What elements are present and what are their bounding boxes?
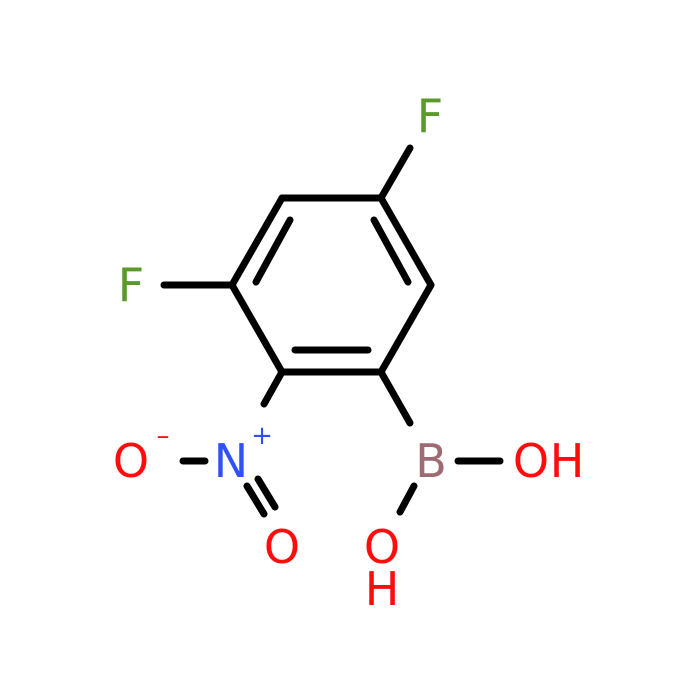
bond-c4-b (377, 368, 414, 427)
bond-c3-c4 (377, 281, 435, 376)
bond-c6-c1 (228, 194, 286, 289)
substituent-bonds (160, 144, 504, 518)
oxygen-minus-label: O (113, 434, 149, 488)
hydroxyl-down-hydrogen: H (365, 562, 400, 616)
bond-inner-c1-c6 (252, 216, 294, 286)
oxygen-double-label: O (264, 520, 300, 574)
benzene-ring (228, 194, 435, 376)
boron-label: B (415, 434, 447, 488)
atom-labels: F F N + O – O B O H O H (113, 89, 584, 616)
bond-n-o-double-a (243, 482, 268, 518)
hydroxyl-right-hydrogen: H (550, 434, 585, 488)
hydroxyl-down-oxygen: O (364, 520, 400, 574)
bond-c5-n (260, 368, 286, 408)
bond-c2-c3 (377, 194, 435, 289)
oxygen-negative-charge: – (157, 421, 170, 451)
hydroxyl-right-oxygen: O (513, 434, 549, 488)
nitrogen-label: N (214, 434, 248, 488)
bond-b-oh-down (396, 482, 418, 516)
fluorine-top-label: F (417, 89, 443, 143)
bond-inner-c2-c3 (370, 216, 412, 286)
fluorine-left-label: F (118, 258, 144, 312)
nitrogen-positive-charge: + (251, 421, 273, 451)
bond-c5-c6 (228, 281, 286, 376)
bond-n-o-double-b (254, 475, 279, 511)
bond-c2-f-top (377, 144, 414, 202)
